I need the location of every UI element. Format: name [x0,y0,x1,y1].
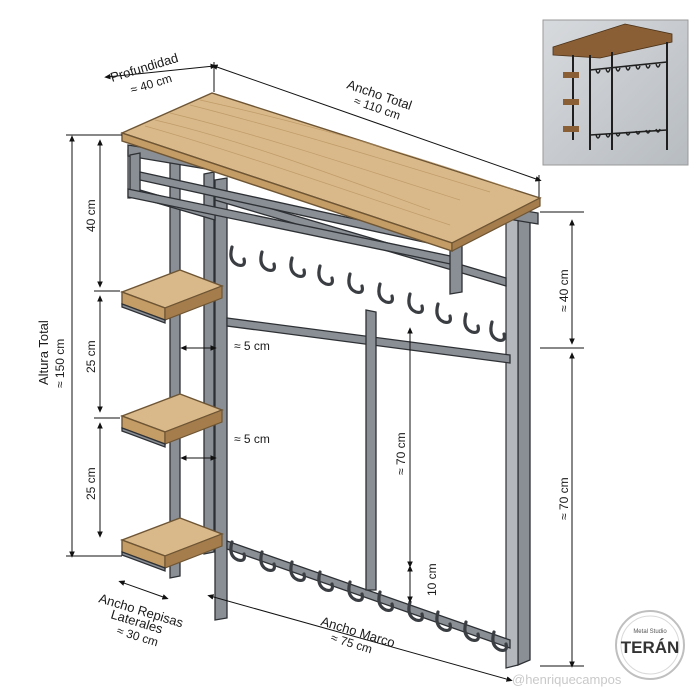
side-shelf-top [120,269,224,324]
side-shelf-bottom [120,517,224,572]
gap-upper-dim: ≈ 5 cm [234,339,270,353]
height-title: Altura Total [36,320,51,385]
left-mid-dim: 25 cm [84,340,98,373]
watermark: @henriquecampos [512,672,622,687]
left-top-dim: 40 cm [84,199,98,232]
height-value: ≈ 150 cm [53,339,67,388]
right-frame [505,209,531,669]
right-bot-dim: ≈ 70 cm [557,477,571,520]
reference-photo [542,19,689,166]
right-top-dim: ≈ 40 cm [557,269,571,312]
dimension-lines [66,62,584,682]
left-bot-dim: 25 cm [84,467,98,500]
center-height-dim: ≈ 70 cm [394,432,408,475]
bottom-gap-dim: 10 cm [425,563,439,596]
logo-brand: TERÁN [621,638,680,657]
logo-small-text: Metal Studio [633,629,667,635]
side-shelf-middle [120,393,224,448]
teran-logo: Metal Studio TERÁN [615,610,685,680]
top-shelf [120,92,542,295]
main-frame [214,177,511,649]
dimension-labels: Profundidad ≈ 40 cm Ancho Total ≈ 110 cm… [36,50,571,656]
top-hooks [229,245,506,342]
gap-lower-dim: ≈ 5 cm [234,432,270,446]
